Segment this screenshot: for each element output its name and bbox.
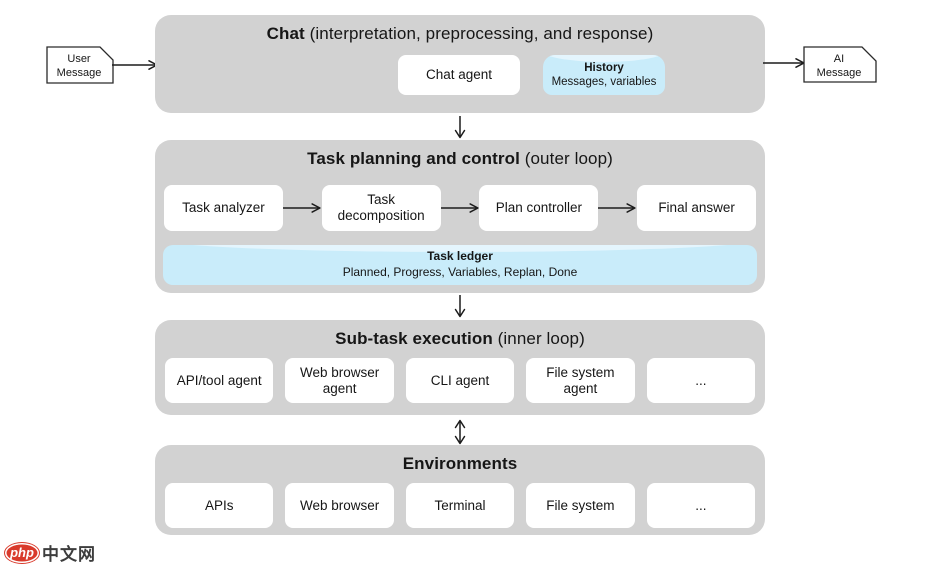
subtask-execution-section: Sub-task execution (inner loop) API/tool… [155, 320, 765, 415]
user-message-shape: User Message [46, 46, 114, 84]
more-agents-label: ... [695, 372, 707, 388]
ai-message-line2: Message [817, 67, 862, 79]
file-system-label: File system [546, 497, 615, 513]
planning-steps-row: Task analyzer Task decomposition Plan co… [164, 185, 757, 231]
task-ledger-store: Task ledger Planned, Progress, Variables… [163, 245, 757, 285]
chat-title-bold: Chat [266, 24, 305, 43]
chat-agent-card: Chat agent [398, 55, 520, 95]
php-logo-badge: php [5, 542, 39, 563]
php-chinese-site-logo: php 中文网 [5, 540, 96, 565]
environments-row: APIs Web browser Terminal File system ..… [165, 483, 756, 528]
more-agents-card: ... [646, 358, 756, 403]
web-browser-card: Web browser [285, 483, 394, 528]
task-decomposition-label: Task decomposition [337, 192, 425, 223]
subtask-title-bold: Sub-task execution [335, 329, 493, 348]
chat-agent-label: Chat agent [425, 67, 493, 83]
terminal-label: Terminal [434, 497, 486, 513]
arrow-chat-to-planning-icon [454, 116, 466, 139]
ai-message-shape: AI Message [803, 46, 877, 83]
file-system-agent-label: File system agent [546, 364, 615, 396]
chat-title-rest: (interpretation, preprocessing, and resp… [304, 24, 654, 43]
terminal-card: Terminal [405, 483, 515, 528]
planning-title-rest: (outer loop) [519, 149, 613, 168]
task-ledger-title: Task ledger [427, 249, 493, 264]
arrow-subtask-env-bidirectional-icon [454, 419, 466, 445]
arrow-planning-to-subtask-icon [454, 295, 466, 318]
final-answer-card: Final answer [637, 185, 757, 231]
arrow-step-2-icon [440, 203, 479, 213]
more-environments-card: ... [646, 483, 756, 528]
task-ledger-subtitle: Planned, Progress, Variables, Replan, Do… [342, 265, 578, 279]
chat-section: Chat (interpretation, preprocessing, and… [155, 15, 765, 113]
web-browser-agent-card: Web browser agent [285, 358, 394, 403]
final-answer-label: Final answer [658, 200, 735, 216]
arrow-step-3-icon [598, 203, 636, 213]
cli-agent-label: CLI agent [430, 372, 490, 388]
apis-label: APIs [204, 497, 234, 513]
cli-agent-card: CLI agent [405, 358, 515, 403]
apis-card: APIs [165, 483, 274, 528]
task-analyzer-card: Task analyzer [164, 185, 283, 231]
environments-section: Environments APIs Web browser Terminal F… [155, 445, 765, 535]
web-browser-label: Web browser [299, 497, 380, 513]
environments-section-title: Environments [155, 454, 765, 474]
planning-title-bold: Task planning and control [307, 149, 520, 168]
subtask-title-rest: (inner loop) [492, 329, 585, 348]
subtask-agents-row: API/tool agent Web browser agent CLI age… [165, 358, 756, 403]
plan-controller-card: Plan controller [479, 185, 599, 231]
history-store: History Messages, variables [543, 55, 665, 95]
api-tool-agent-label: API/tool agent [176, 372, 262, 388]
more-environments-label: ... [695, 497, 707, 513]
ai-message-line1: AI [834, 53, 844, 65]
user-message-line2: Message [57, 67, 102, 79]
plan-controller-label: Plan controller [495, 200, 583, 216]
task-analyzer-label: Task analyzer [182, 200, 265, 216]
file-system-card: File system [526, 483, 635, 528]
arrow-chat-to-ai-icon [763, 58, 805, 68]
history-subtitle: Messages, variables [551, 76, 657, 88]
file-system-agent-card: File system agent [526, 358, 635, 403]
chat-section-title: Chat (interpretation, preprocessing, and… [155, 24, 765, 44]
api-tool-agent-card: API/tool agent [165, 358, 274, 403]
history-title: History [584, 61, 624, 74]
subtask-section-title: Sub-task execution (inner loop) [155, 329, 765, 349]
arrow-user-to-chat-icon [112, 60, 158, 70]
arrow-step-1-icon [282, 203, 321, 213]
task-planning-section: Task planning and control (outer loop) T… [155, 140, 765, 293]
environments-title-bold: Environments [402, 454, 518, 473]
planning-section-title: Task planning and control (outer loop) [155, 149, 765, 169]
task-decomposition-card: Task decomposition [321, 185, 441, 231]
user-message-line1: User [67, 53, 91, 65]
php-logo-text: 中文网 [42, 545, 96, 564]
web-browser-agent-label: Web browser agent [299, 364, 380, 396]
